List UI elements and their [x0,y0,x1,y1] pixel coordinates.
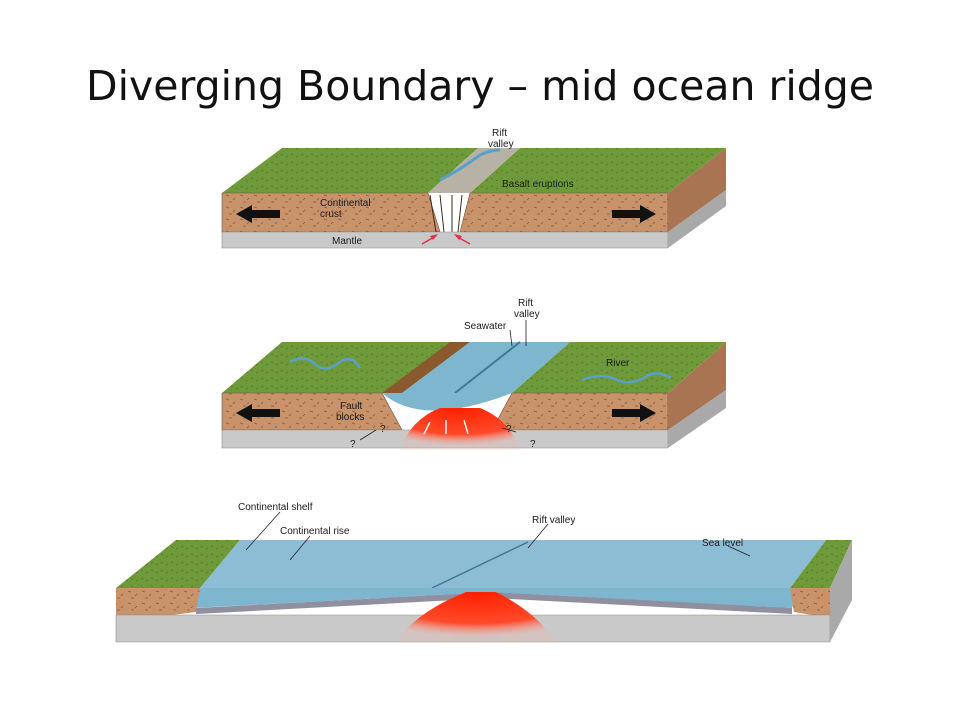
p3-label-rise: Continental rise [280,526,350,537]
panel-2-rift-sea: Rift valley Seawater River Fault blocks … [221,298,726,450]
panel-3-ocean-basin: Continental shelf Continental rise Rift … [115,502,852,643]
p1-label-rift-2: valley [488,139,514,150]
p2-label-fault-1: Fault [340,401,362,412]
p2-magma [400,408,520,450]
p2-label-rift-1: Rift [518,298,533,309]
p1-grass-right [470,148,726,193]
p3-magma [396,592,556,642]
p1-grass-left [222,148,478,193]
p3-label-sea-level: Sea level [702,538,743,549]
p3-ocean-front [180,588,800,608]
panel-1-continental-rift: Rift valley Basalt eruptions Continental… [221,128,726,249]
slide-title: Diverging Boundary – mid ocean ridge [86,62,874,110]
p1-mantle-side [668,190,726,248]
p2-label-river: River [606,358,630,369]
p1-label-rift-1: Rift [492,128,507,139]
p2-label-q1: ? [380,424,386,435]
p2-label-q4: ? [530,439,536,450]
p2-label-seawater: Seawater [464,321,507,332]
p2-grass-right [512,342,726,393]
p1-rift-valley-floor [428,148,520,193]
p2-label-q2: ? [350,439,356,450]
p1-arrow-right [612,205,656,223]
p1-label-mantle: Mantle [332,236,362,247]
p1-label-crust-2: crust [320,209,342,220]
p1-crust-side [668,148,726,232]
p1-arrow-left [236,205,280,223]
p3-label-shelf: Continental shelf [238,502,313,513]
p2-label-fault-2: blocks [336,412,364,423]
p2-label-q3: ? [506,424,512,435]
p3-label-rift: Rift valley [532,515,575,526]
p1-label-crust-1: Continental [320,198,371,209]
p3-ocean-surface [200,540,826,588]
p2-label-rift-2: valley [514,309,540,320]
p1-label-basalt: Basalt eruptions [502,179,574,190]
p1-mantle-front [221,231,669,249]
